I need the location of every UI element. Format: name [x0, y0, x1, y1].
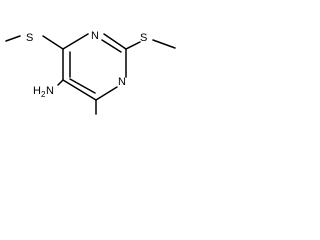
- atom-label-n-top: N: [91, 30, 99, 42]
- bond-c4-n3: [62, 33, 89, 50]
- bond-n1-c6: [95, 86, 118, 101]
- atom-label-amine-h-count: 2: [41, 90, 46, 99]
- molecule-canvas: N N S S H 2 N: [0, 0, 183, 117]
- bond-s-right-methyl: [152, 39, 176, 49]
- bond-s-left-c4: [42, 35, 64, 50]
- atom-label-s-left: S: [26, 32, 33, 44]
- bond-c2-s-right: [125, 41, 141, 50]
- bond-c6-c5-double: [69, 78, 96, 94]
- bond-c6-c5: [62, 79, 97, 101]
- atom-label-amine-h: H: [33, 85, 41, 97]
- bond-methyl-s-left: [5, 35, 21, 42]
- bond-n3-c2-double-outer: [103, 33, 127, 50]
- bond-c5-amine: [57, 79, 64, 86]
- bond-n3-c2-double-inner: [101, 39, 122, 53]
- atom-label-amine-n: N: [46, 85, 54, 97]
- atom-label-n-right: N: [118, 76, 126, 88]
- atom-label-s-right: S: [140, 32, 147, 44]
- structure-diagram: N N S S H 2 N: [5, 30, 176, 115]
